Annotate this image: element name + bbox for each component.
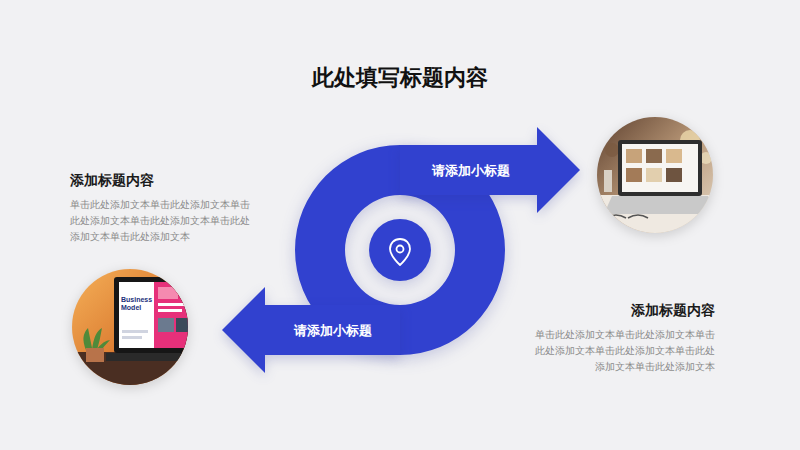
photo-cafe-part-part xyxy=(604,170,612,192)
arrow-label: 请添加小标题 xyxy=(432,162,510,179)
photo-cafe-part-part xyxy=(666,168,682,182)
location-pin-icon-part xyxy=(390,239,410,265)
photo-laptop-part-part xyxy=(106,353,210,361)
photo-cafe-part-part xyxy=(646,149,662,163)
arrow-text-area: 请添加小标题 xyxy=(410,145,532,195)
photo-laptop-part-part xyxy=(154,282,200,348)
photo-laptop-part-part xyxy=(158,318,174,332)
label-wrap: 单击此处添加文本单击此处添加文本单击此处添加文本单击此处添加文本单击此处添加文本… xyxy=(70,197,256,245)
location-pin-icon-part xyxy=(397,246,404,253)
photo-laptop-part-part xyxy=(158,303,188,306)
photo-cafe-part xyxy=(595,115,716,235)
section-heading: 添加标题内容 xyxy=(515,300,715,320)
photo-laptop-part-part xyxy=(86,348,104,362)
title-wrap: 此处填写标题内容 xyxy=(0,63,800,93)
label-wrap: 添加标题内容 xyxy=(515,300,715,320)
arrow-shape xyxy=(222,287,400,373)
photo-laptop xyxy=(70,267,210,392)
label-wrap: Business Model xyxy=(121,296,154,312)
section-heading: 添加标题内容 xyxy=(70,170,270,190)
photo-cafe-part-part xyxy=(666,149,682,163)
arrow-text-area: 请添加小标题 xyxy=(270,305,396,355)
photo-cafe-part-part xyxy=(606,215,648,218)
photo-laptop-part-part xyxy=(114,277,204,353)
arrow-label: 请添加小标题 xyxy=(294,322,372,339)
arrow-shape xyxy=(400,127,580,213)
photo-cafe-part-part xyxy=(604,196,716,214)
slide-title: 此处填写标题内容 xyxy=(0,63,800,93)
photo-laptop-part xyxy=(70,267,210,392)
photo-laptop-part-part xyxy=(119,282,154,348)
location-pin-icon xyxy=(390,239,410,265)
label-wrap: 添加标题内容 xyxy=(70,170,270,190)
arrow-band: 请添加小标题 xyxy=(222,287,400,373)
photo-cafe-part-part xyxy=(595,195,715,235)
photo-cafe-part-part xyxy=(626,168,642,182)
photo-cafe-part-part xyxy=(595,115,715,235)
photo-laptop-part-part xyxy=(122,336,142,339)
body-text: 单击此处添加文本单击此处添加文本单击此处添加文本单击此处添加文本单击此处添加文本… xyxy=(529,327,715,375)
photo-laptop-part-part xyxy=(158,309,182,312)
screen-text: Business Model xyxy=(121,296,154,312)
photo-cafe-part-part xyxy=(618,140,702,196)
photo-cafe-part-part xyxy=(646,168,662,182)
photo-laptop-part-part xyxy=(158,287,178,299)
arrow-band: 请添加小标题 xyxy=(400,127,580,213)
photo-cafe-part-part xyxy=(626,149,642,163)
photo-cafe-part-part xyxy=(622,144,698,192)
center-dot xyxy=(369,219,431,281)
photo-laptop-part-part xyxy=(122,330,148,333)
label-wrap: 单击此处添加文本单击此处添加文本单击此处添加文本单击此处添加文本单击此处添加文本… xyxy=(529,327,715,375)
photo-laptop-part-part xyxy=(176,318,192,332)
body-text: 单击此处添加文本单击此处添加文本单击此处添加文本单击此处添加文本单击此处添加文本… xyxy=(70,197,256,245)
photo-cafe xyxy=(595,115,716,235)
photo-cafe-part-part xyxy=(605,143,619,157)
